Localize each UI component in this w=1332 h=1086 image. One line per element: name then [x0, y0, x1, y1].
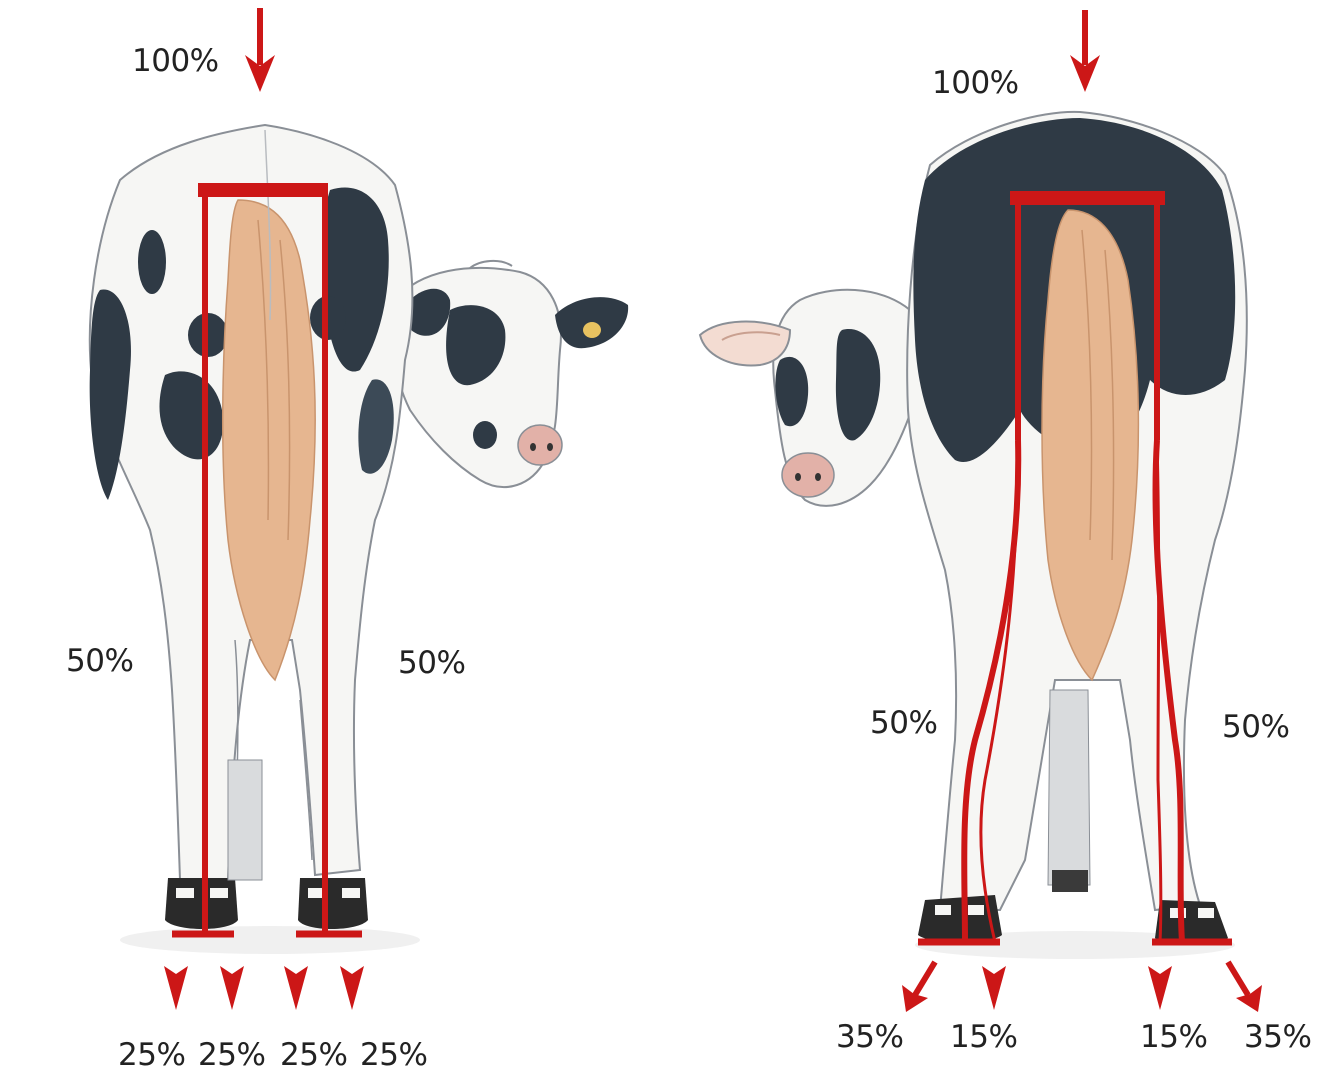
- left-cow-body: [90, 125, 413, 929]
- right-hoof-load-4: 35%: [1244, 1022, 1311, 1053]
- down-arrow-icon: [245, 8, 275, 92]
- right-side-left-label: 50%: [870, 708, 937, 739]
- right-cow-body: [907, 112, 1247, 946]
- left-hoof-load-4: 25%: [360, 1040, 427, 1071]
- right-cow-head: [700, 290, 921, 506]
- down-arrow-icon: [1070, 10, 1100, 92]
- right-top-load-label: 100%: [932, 68, 1019, 99]
- right-hoof-load-2: 15%: [950, 1022, 1017, 1053]
- right-side-right-label: 50%: [1222, 712, 1289, 743]
- left-side-right-label: 50%: [398, 648, 465, 679]
- right-cow: [700, 10, 1262, 1012]
- right-hoof-load-3: 15%: [1140, 1022, 1207, 1053]
- right-hoof-load-1: 35%: [836, 1022, 903, 1053]
- arrowhead-icon: [164, 966, 364, 1010]
- left-hoof-load-1: 25%: [118, 1040, 185, 1071]
- left-cow-head: [391, 261, 628, 487]
- left-hoof-load-2: 25%: [198, 1040, 265, 1071]
- left-cow: [90, 8, 628, 1010]
- left-side-left-label: 50%: [66, 646, 133, 677]
- left-cow-ground-shadow: [120, 926, 420, 954]
- left-hoof-load-3: 25%: [280, 1040, 347, 1071]
- left-top-load-label: 100%: [132, 46, 219, 77]
- arrowhead-icon: [902, 962, 1262, 1012]
